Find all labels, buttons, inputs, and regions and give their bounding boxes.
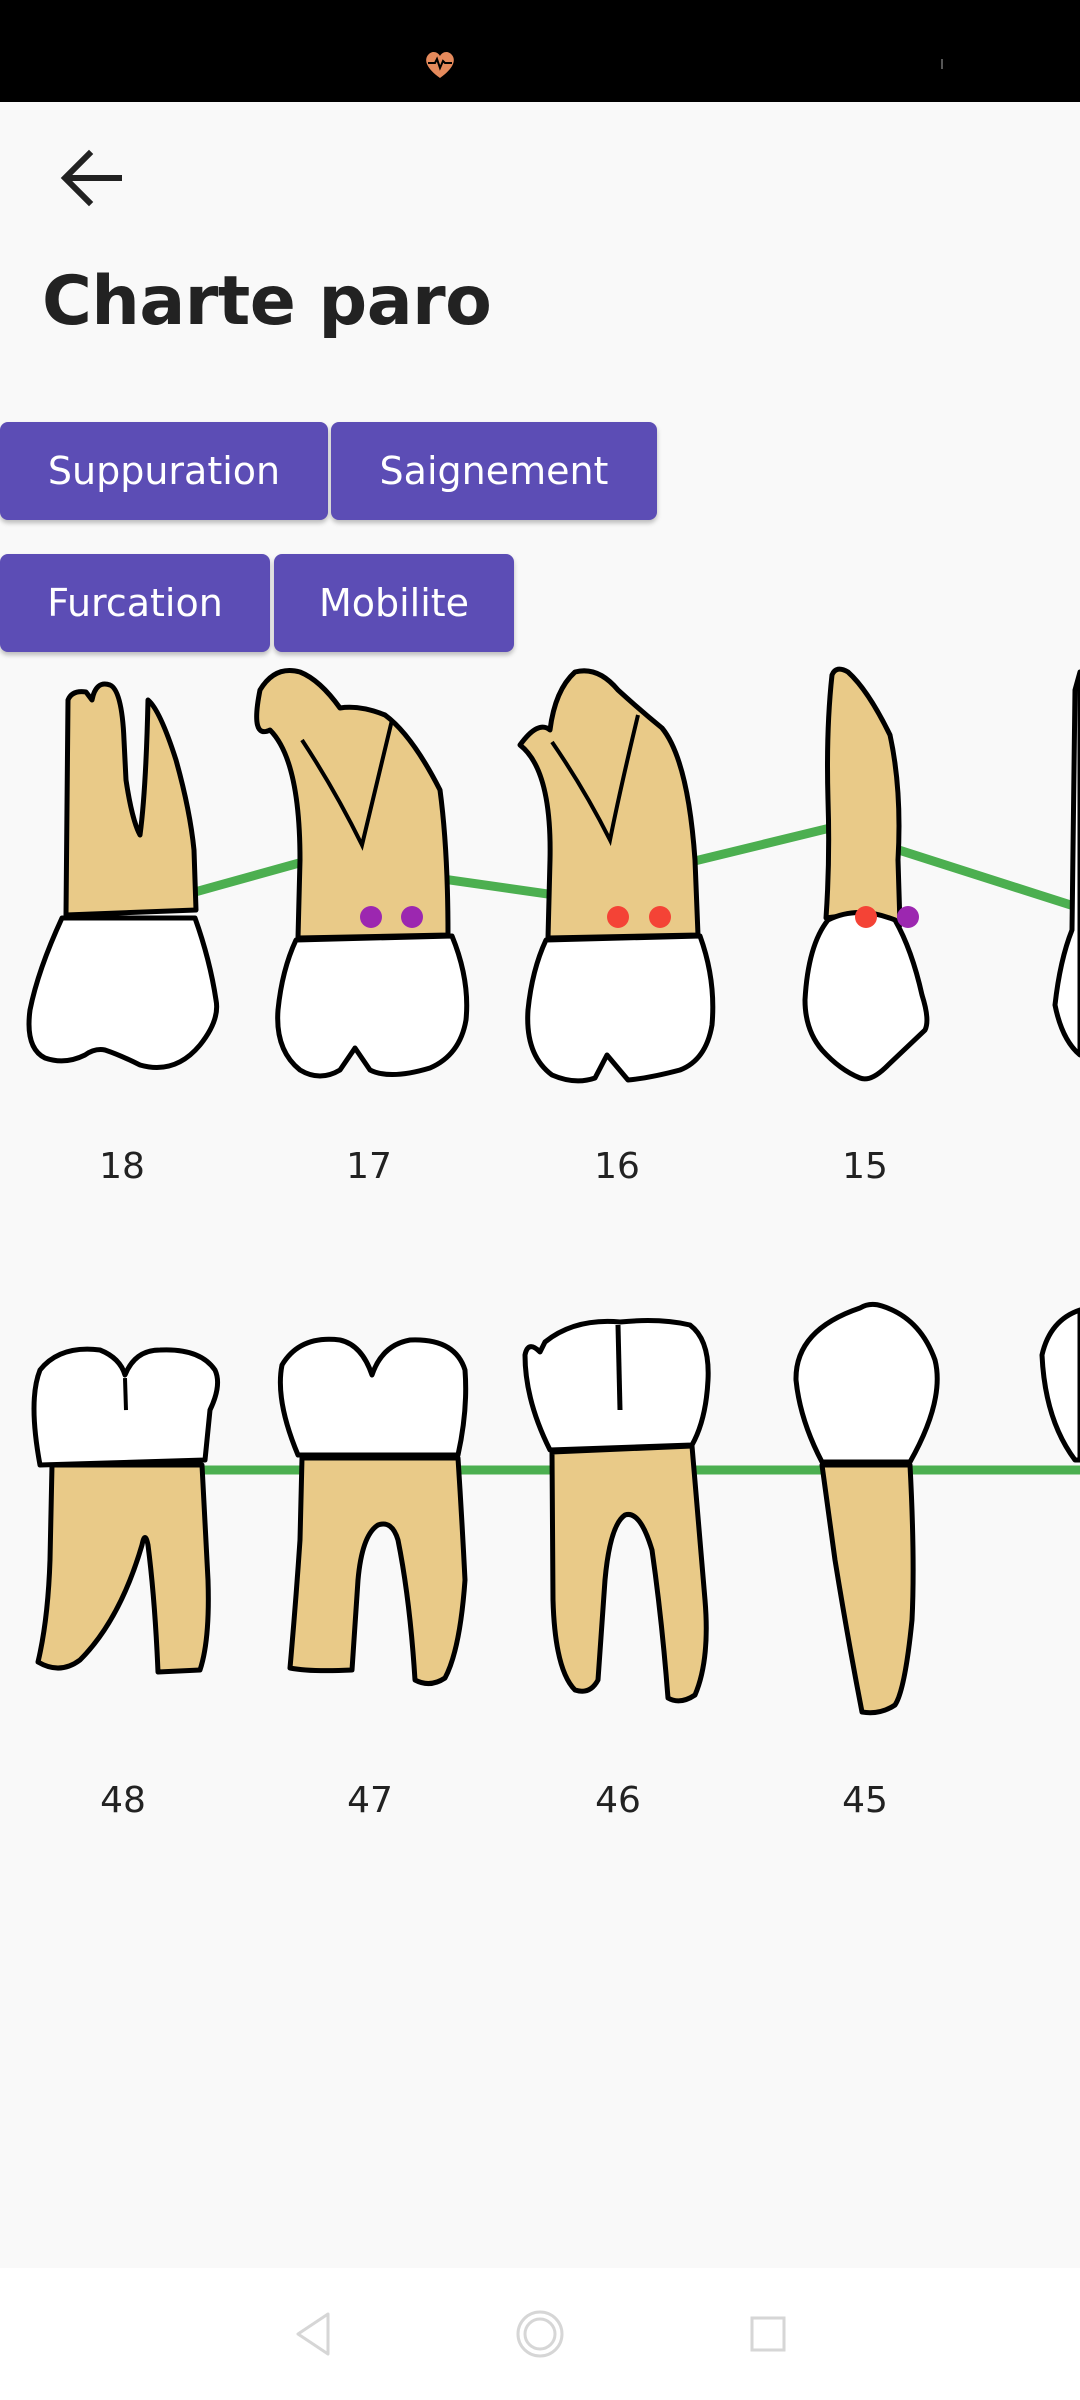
tooth-47-crown: [277, 1336, 469, 1458]
tooth-47[interactable]: [277, 1336, 469, 1686]
tooth-16-marker-bleeding: [607, 906, 629, 928]
tooth-45-crown: [793, 1301, 940, 1465]
tooth-48-root: [35, 1462, 211, 1675]
page-title: Charte paro: [42, 262, 492, 341]
tooth-46-crown: [522, 1318, 711, 1453]
tooth-45[interactable]: [793, 1301, 940, 1716]
status-indicator: [941, 59, 943, 69]
tooth-15-marker-bleeding: [855, 906, 877, 928]
tooth-17[interactable]: [254, 668, 470, 1079]
periodontal-chart: 18 17 16 15 48 47 46 45: [26, 666, 1080, 1821]
tooth-16-marker-bleeding: [649, 906, 671, 928]
tooth-partial-lower: [1039, 1307, 1080, 1463]
tooth-number-18: 18: [99, 1146, 145, 1187]
saignement-filter-button[interactable]: Saignement: [331, 422, 657, 520]
tooth-number-15: 15: [842, 1146, 888, 1187]
furcation-filter-button[interactable]: Furcation: [0, 554, 270, 652]
tooth-17-crown: [275, 933, 470, 1079]
suppuration-filter-button[interactable]: Suppuration: [0, 422, 328, 520]
tooth-47-root: [287, 1455, 468, 1686]
back-button[interactable]: [52, 142, 132, 214]
tooth-46-fissure: [615, 1324, 623, 1411]
tooth-number-16: 16: [594, 1146, 640, 1187]
tooth-17-marker-suppuration: [401, 906, 423, 928]
tooth-partial-upper: [1052, 669, 1080, 1058]
tooth-number-17: 17: [346, 1146, 392, 1187]
tooth-48[interactable]: [31, 1346, 221, 1675]
tooth-18[interactable]: [26, 681, 220, 1070]
tooth-16-furcation-line: [550, 714, 640, 847]
tooth-number-48: 48: [100, 1780, 146, 1821]
tooth-46[interactable]: [522, 1318, 711, 1704]
tooth-15[interactable]: [802, 666, 930, 1082]
tooth-number-47: 47: [347, 1780, 393, 1821]
tooth-45-root: [819, 1462, 916, 1716]
tooth-17-marker-suppuration: [360, 906, 382, 928]
circle-home-icon[interactable]: [514, 2308, 566, 2360]
square-recents-icon[interactable]: [742, 2308, 794, 2360]
tooth-18-root: [63, 681, 199, 918]
triangle-back-icon[interactable]: [288, 2308, 340, 2360]
tooth-15-marker-suppuration: [897, 906, 919, 928]
tooth-number-45: 45: [842, 1780, 888, 1821]
tooth-15-crown: [802, 910, 930, 1082]
heart-pulse-icon: [426, 52, 454, 78]
tooth-17-root: [254, 668, 451, 941]
arrow-left-icon: [60, 149, 122, 207]
tooth-16[interactable]: [517, 668, 716, 1084]
status-bar: [0, 0, 1080, 102]
mobilite-filter-button[interactable]: Mobilite: [274, 554, 514, 652]
tooth-17-furcation-line: [300, 719, 394, 851]
tooth-16-crown: [525, 933, 716, 1084]
tooth-number-46: 46: [595, 1780, 641, 1821]
tooth-16-root: [517, 668, 701, 941]
tooth-15-root: [823, 666, 903, 928]
tooth-18-crown: [26, 915, 220, 1070]
tooth-46-root: [549, 1443, 709, 1704]
tooth-48-fissure: [123, 1377, 128, 1411]
navigation-bar: [0, 2268, 1080, 2400]
